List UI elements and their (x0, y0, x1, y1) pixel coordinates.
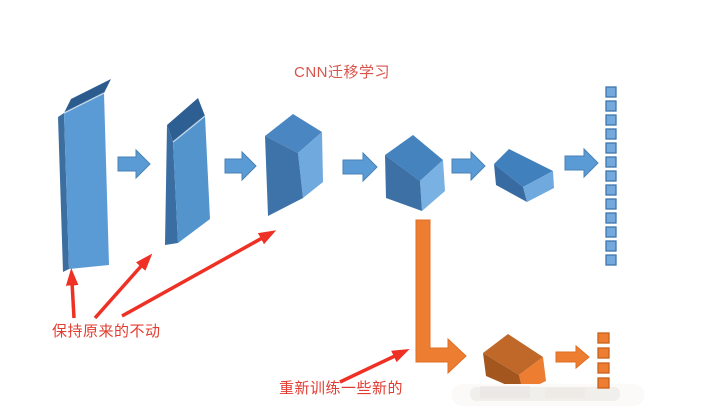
smudge-patch-2 (545, 388, 585, 398)
conv-layer-5-front-face (494, 164, 527, 202)
blue-vector-square-3 (605, 114, 617, 126)
diagram-title: CNN迁移学习 (294, 64, 390, 81)
new-layer-top-face (483, 334, 543, 375)
conv-layer-4 (385, 135, 445, 211)
blue-vector-square-5 (605, 142, 617, 154)
blue-vector-square-11 (605, 226, 617, 238)
blue-vector-square-1 (605, 86, 617, 98)
blue-vector-square-12 (605, 240, 617, 252)
keep-annotation-arrow-1-icon (65, 268, 79, 319)
orange-vector-square-1 (597, 332, 610, 344)
label-keep-original: 保持原来的不动 (52, 323, 161, 340)
conv-layer-4-side-face (420, 160, 445, 211)
output-vector-blue (605, 86, 617, 266)
blue-vector-square-2 (605, 100, 617, 112)
blue-vector-square-6 (605, 156, 617, 168)
blue-vector-square-13 (605, 254, 617, 266)
conv-layer-4-front-face (385, 155, 422, 211)
flow-arrow-3-icon (342, 151, 378, 183)
blue-vector-square-4 (605, 128, 617, 140)
conv-layer-1-front-face (64, 93, 109, 269)
conv-layer-5-side-face (523, 171, 554, 202)
conv-layer-2 (165, 98, 210, 245)
label-retrain-new: 重新训练一些新的 (279, 380, 404, 397)
flow-arrow-1-icon (117, 148, 151, 180)
retrain-annotation-arrow-icon (339, 349, 410, 384)
branch-elbow-arrow-icon (415, 219, 467, 375)
new-flow-arrow-icon (555, 344, 590, 370)
blue-vector-square-9 (605, 198, 617, 210)
new-layer-box (483, 334, 546, 392)
flow-arrow-5-icon (564, 147, 599, 179)
output-vector-orange (597, 332, 610, 389)
conv-layer-2-top-face (167, 98, 205, 142)
keep-annotation-arrow-3-icon (121, 230, 277, 318)
new-layer-front-face (483, 353, 523, 392)
conv-layer-4-top-face (385, 135, 443, 181)
conv-layer-1 (58, 79, 111, 272)
orange-vector-square-2 (597, 347, 610, 359)
conv-layer-3-side-face (298, 132, 323, 198)
conv-layer-3-top-face (265, 114, 322, 153)
conv-layer-1-highlight-edge (63, 92, 105, 114)
blue-vector-square-8 (605, 184, 617, 196)
conv-layer-2-highlight-edge (172, 115, 206, 143)
flow-arrow-2-icon (224, 150, 257, 182)
smudge-patch-1 (480, 386, 530, 398)
conv-layer-5 (494, 149, 554, 202)
keep-annotation-arrow-2-icon (93, 253, 153, 320)
watermark-smudge (452, 384, 644, 406)
conv-layer-1-side-face (58, 113, 69, 272)
blue-vector-square-10 (605, 212, 617, 224)
orange-vector-square-4 (597, 377, 610, 389)
conv-layer-2-side-face (165, 125, 178, 245)
conv-layer-3-front-face (265, 136, 303, 216)
conv-layer-3 (265, 114, 323, 216)
conv-layer-5-top-face (494, 149, 553, 187)
orange-vector-square-3 (597, 362, 610, 374)
conv-layer-2-front-face (173, 116, 210, 243)
blue-vector-square-7 (605, 170, 617, 182)
flow-arrow-4-icon (451, 150, 486, 182)
new-layer-side-face (519, 357, 546, 392)
annotation-arrows (65, 230, 410, 384)
conv-layer-1-top-face (64, 79, 111, 113)
